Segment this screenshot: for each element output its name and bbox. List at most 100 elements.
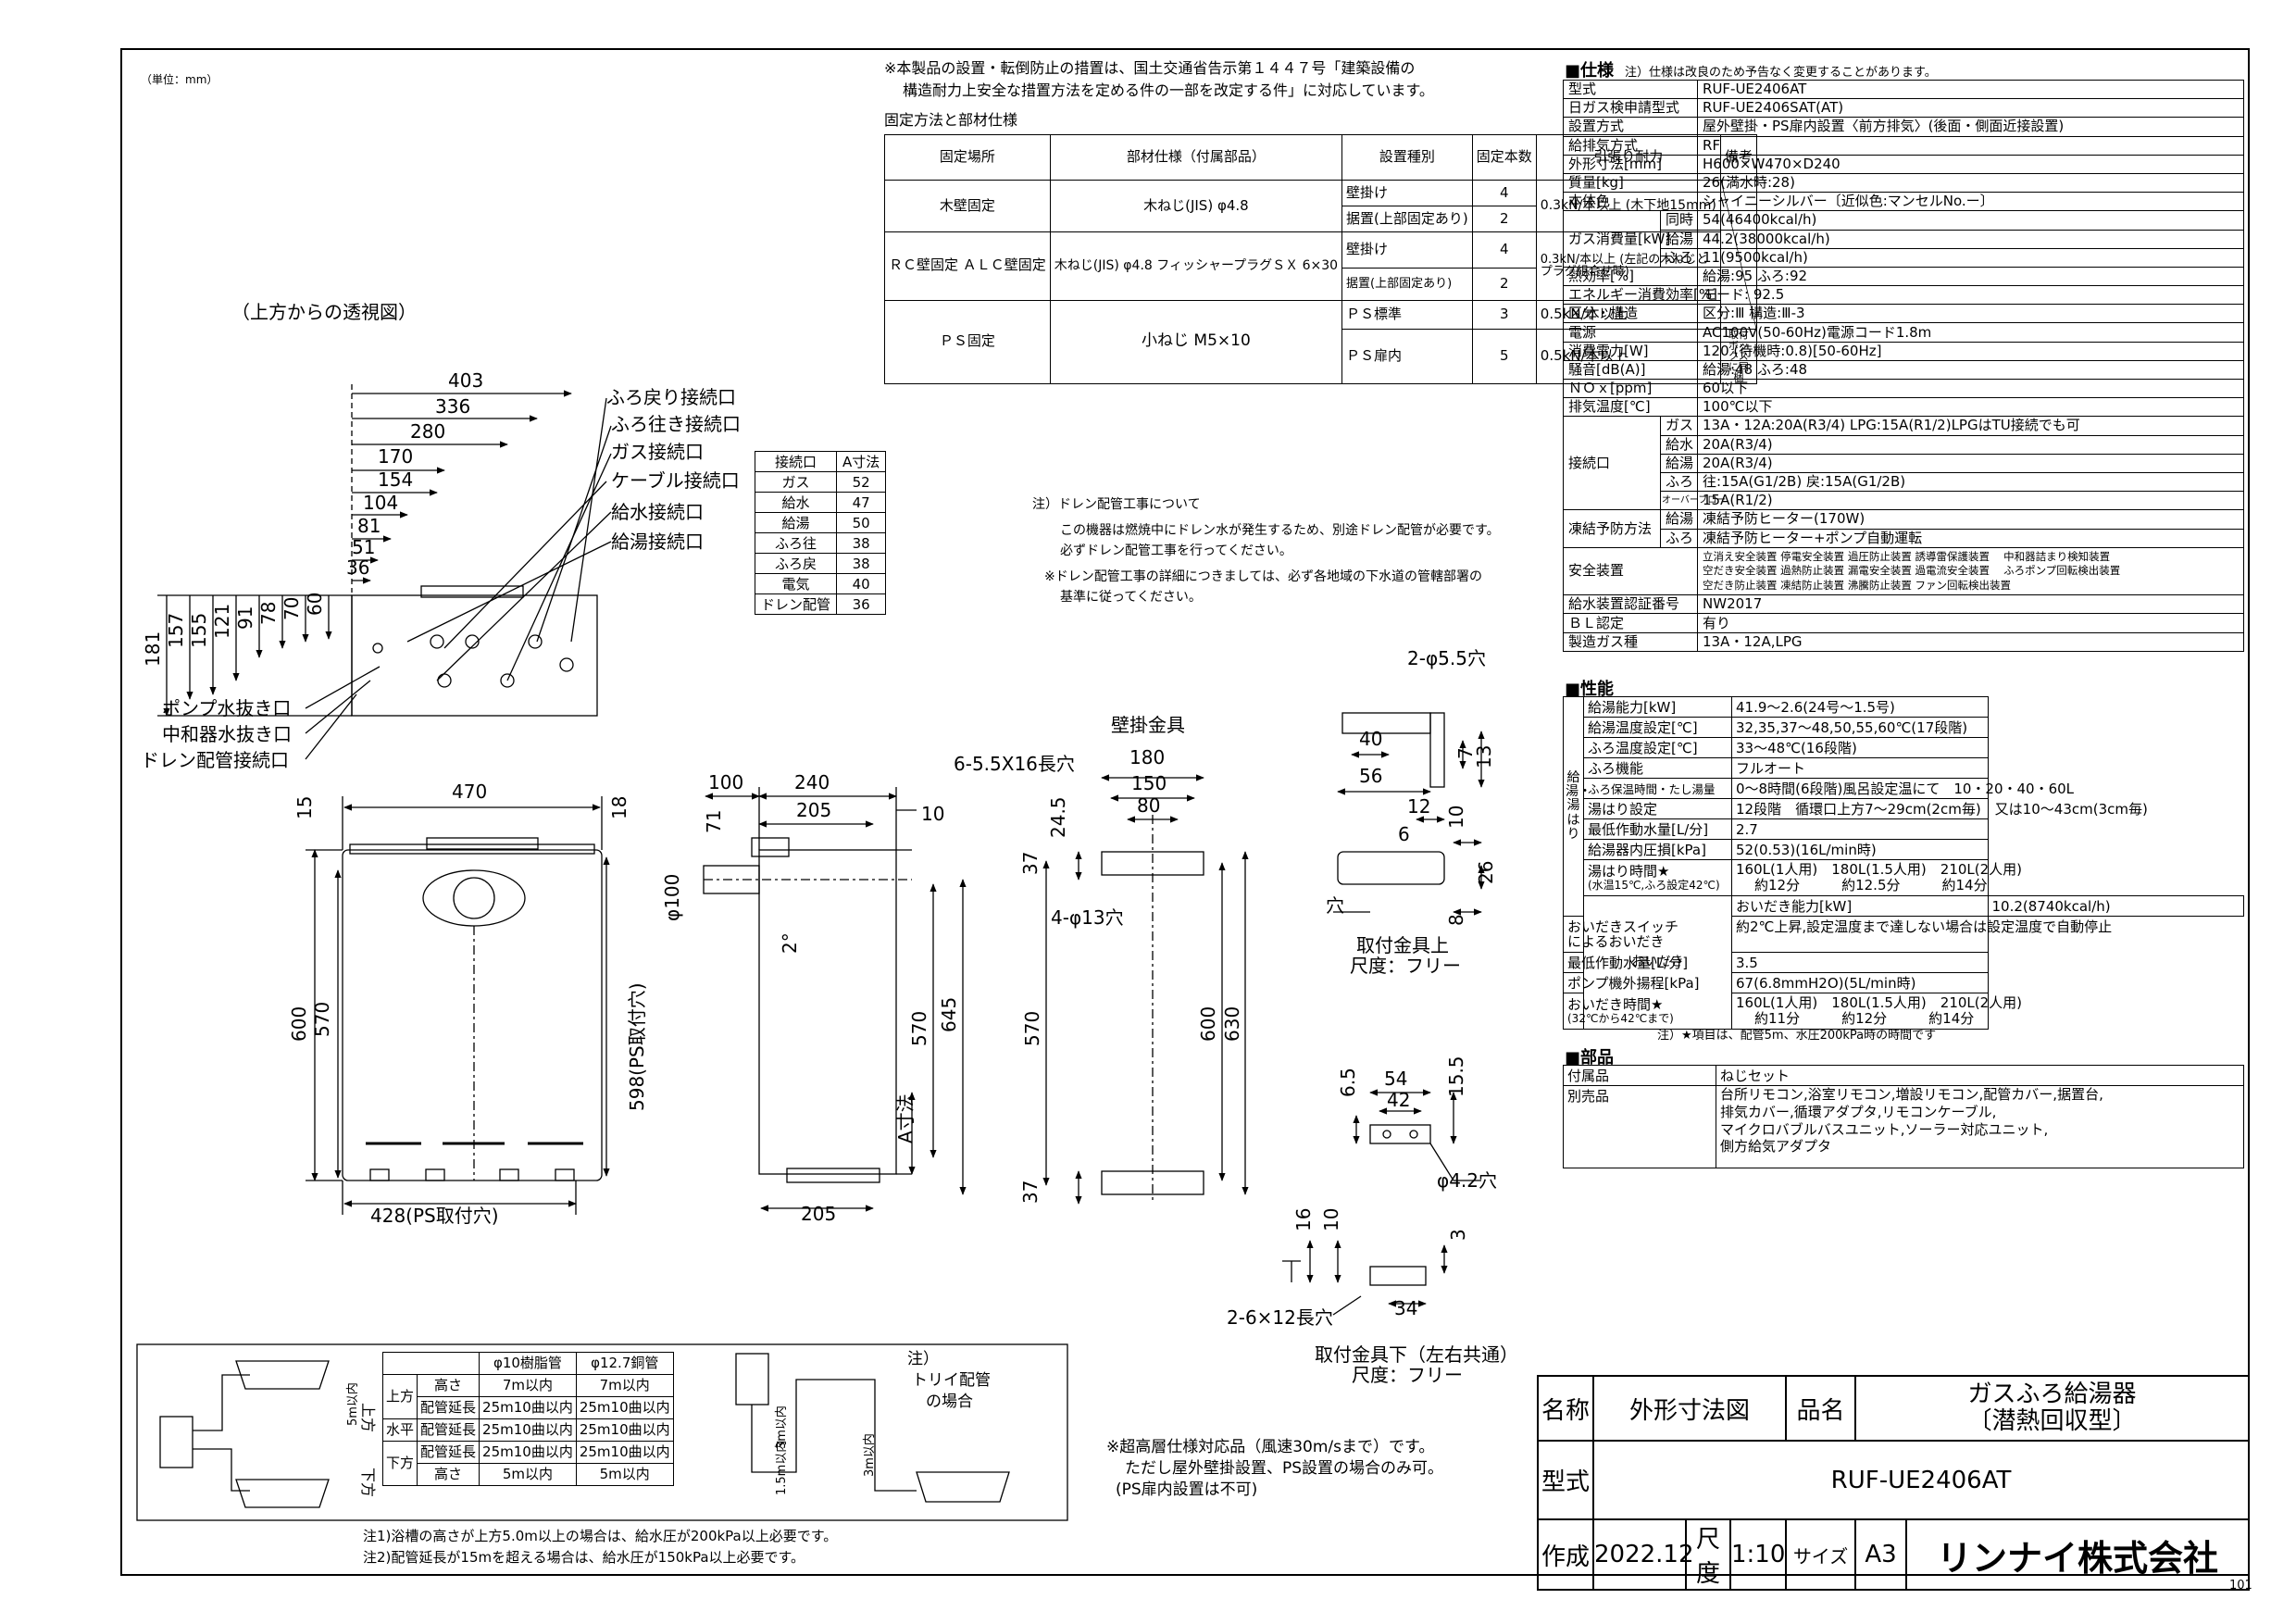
parts-title: ■部品 — [1565, 1048, 1615, 1068]
pipe-label-lower: 下方 — [359, 1468, 377, 1497]
dim-tu-13: 13 — [1473, 745, 1495, 768]
dim-br-570: 570 — [1021, 1011, 1043, 1046]
dim-157: 157 — [165, 613, 187, 648]
pipe-label-h15: 1.5m以内 — [774, 1441, 789, 1495]
drain-note-5: 基準に従ってください。 — [1060, 590, 1202, 605]
dim-side-10: 10 — [921, 803, 944, 825]
perf-note: 注）★項目は、配管5m、水圧200kPa時の時間です — [1657, 1029, 1937, 1043]
dim-bl-3: 3 — [1447, 1229, 1469, 1241]
dim-51: 51 — [352, 536, 375, 558]
dim-tu-12: 12 — [1407, 795, 1430, 818]
unit-note: （単位：mm） — [141, 73, 218, 86]
high-rise-note-2: ただし屋外壁掛設置、PS設置の場合のみ可。 — [1125, 1459, 1444, 1478]
pipe-label-h3b: 3m以内 — [862, 1433, 877, 1477]
dim-bl-10: 10 — [1320, 1208, 1342, 1231]
label-hotwater: 給湯接続口 — [611, 531, 704, 553]
install-note-line1: ※本製品の設置・転倒防止の措置は、国土交通省告示第１４４７号「建築設備の — [884, 59, 1416, 77]
pipe-label-upper: 上方 — [359, 1403, 377, 1432]
dim-front-18: 18 — [608, 796, 630, 819]
dim-br-37b: 37 — [1019, 1181, 1042, 1204]
front-view-body — [342, 849, 603, 1181]
dim-tu-40: 40 — [1359, 728, 1382, 750]
dim-side-570: 570 — [908, 1011, 930, 1046]
dim-br-hole: 4-φ13穴 — [1051, 906, 1124, 929]
dim-tu-7: 7 — [1454, 747, 1477, 759]
pipe-label-h3a: 3m以内 — [774, 1405, 789, 1449]
dim-bl-65: 6.5 — [1337, 1068, 1359, 1097]
label-wall-bracket: 壁掛金具 — [1111, 714, 1185, 736]
toi-note-1: 注） — [907, 1350, 939, 1368]
dim-front-598: 598(PS取付穴) — [626, 982, 648, 1111]
dim-front-570: 570 — [311, 1002, 333, 1037]
dim-336: 336 — [435, 395, 470, 418]
high-rise-note-3: (PS扉内設置は不可) — [1116, 1480, 1258, 1499]
dim-br-slot: 6-5.5X16長穴 — [954, 753, 1075, 775]
dim-36: 36 — [346, 556, 369, 579]
dim-70: 70 — [281, 597, 303, 620]
dim-bl-phi: φ4.2穴 — [1437, 1169, 1497, 1192]
dim-tu-6: 6 — [1398, 823, 1410, 845]
dim-br-600: 600 — [1197, 1006, 1219, 1042]
dim-side-2deg: 2° — [779, 932, 801, 954]
heater-toi-icon — [735, 1353, 769, 1405]
label-ana: 穴 — [1326, 894, 1344, 917]
dim-bl-42: 42 — [1387, 1089, 1410, 1111]
label-cable: ケーブル接続口 — [611, 469, 740, 492]
dim-side-71: 71 — [703, 810, 725, 833]
title-block: 名称 外形寸法図 品名 ガスふろ給湯器〔潜熱回収型〕 型式 RUF-UE2406… — [1537, 1375, 2250, 1591]
dim-78: 78 — [257, 602, 280, 625]
top-view-body — [351, 594, 598, 717]
dim-tu-56: 56 — [1359, 765, 1382, 787]
drain-note-3: 必ずドレン配管工事を行ってください。 — [1060, 543, 1292, 558]
dim-br-80: 80 — [1137, 794, 1160, 817]
dim-side-205: 205 — [796, 799, 831, 821]
page-number: 101 — [2229, 1579, 2252, 1593]
dim-br-24: 24.5 — [1047, 796, 1069, 838]
install-note-line2: 構造耐力上安全な措置方法を定める件の一部を改定する件」に対応しています。 — [903, 81, 1434, 99]
label-drain-pipe: ドレン配管接続口 — [141, 749, 289, 771]
drain-note-2: この機器は燃焼中にドレン水が発生するため、別途ドレン配管が必要です。 — [1060, 523, 1500, 538]
drain-note-1: 注）ドレン配管工事について — [1032, 497, 1201, 512]
dim-104: 104 — [363, 492, 398, 514]
high-rise-note-1: ※超高層仕様対応品（風速30m/sまで）です。 — [1106, 1438, 1435, 1456]
perf-title: ■性能 — [1565, 680, 1615, 699]
bathtub-lower-icon — [235, 1479, 330, 1508]
drawing-frame — [120, 48, 2250, 1576]
heater-icon — [159, 1416, 193, 1468]
dim-tu-26: 26 — [1475, 861, 1497, 884]
dim-bl-slot: 2-6×12長穴 — [1227, 1306, 1333, 1329]
piping-frame — [136, 1343, 1068, 1521]
company-logo: リンナイ株式会社 — [1905, 1518, 2250, 1591]
dim-br-37a: 37 — [1019, 852, 1042, 875]
dim-br-630: 630 — [1221, 1006, 1243, 1042]
dim-81: 81 — [357, 515, 381, 537]
dim-br-150: 150 — [1131, 772, 1167, 794]
dim-403: 403 — [448, 369, 483, 392]
label-a-dim: A寸法 — [894, 1093, 917, 1143]
dim-side-205b: 205 — [801, 1203, 836, 1225]
dim-91: 91 — [234, 606, 256, 630]
drain-note-4: ※ドレン配管工事の詳細につきましては、必ず各地域の下水道の管轄部署の — [1044, 569, 1483, 584]
dim-front-15: 15 — [293, 796, 316, 819]
dim-280: 280 — [410, 420, 445, 443]
dim-front-428: 428(PS取付穴) — [370, 1205, 499, 1227]
parts-table: 付属品ねじセット 別売品台所リモコン,浴室リモコン,増設リモコン,配管カバー,据… — [1563, 1065, 2244, 1168]
dim-front-470: 470 — [452, 781, 487, 803]
dim-60: 60 — [304, 593, 326, 616]
performance-table: 給湯・湯はり給湯能力[kW]41.9〜2.6(24号〜1.5号) 給湯温度設定[… — [1563, 696, 2244, 1030]
bathtub-upper-icon — [235, 1360, 330, 1390]
dim-side-645: 645 — [938, 997, 960, 1032]
spec-title: ■仕様注）仕様は改良のため予告なく変更することがあります。 — [1565, 61, 1937, 81]
dim-side-100: 100 — [708, 771, 743, 793]
dim-bl-54: 54 — [1384, 1068, 1407, 1090]
dim-154: 154 — [378, 468, 413, 491]
side-view-body — [758, 849, 897, 1175]
toi-note-2: トリイ配管 — [912, 1371, 991, 1390]
dim-tu-8: 8 — [1445, 914, 1467, 926]
toi-note-3: の場合 — [926, 1393, 973, 1411]
label-scale-free-1: 尺度：フリー — [1350, 955, 1461, 977]
bathtub-toi-icon — [916, 1471, 1010, 1503]
